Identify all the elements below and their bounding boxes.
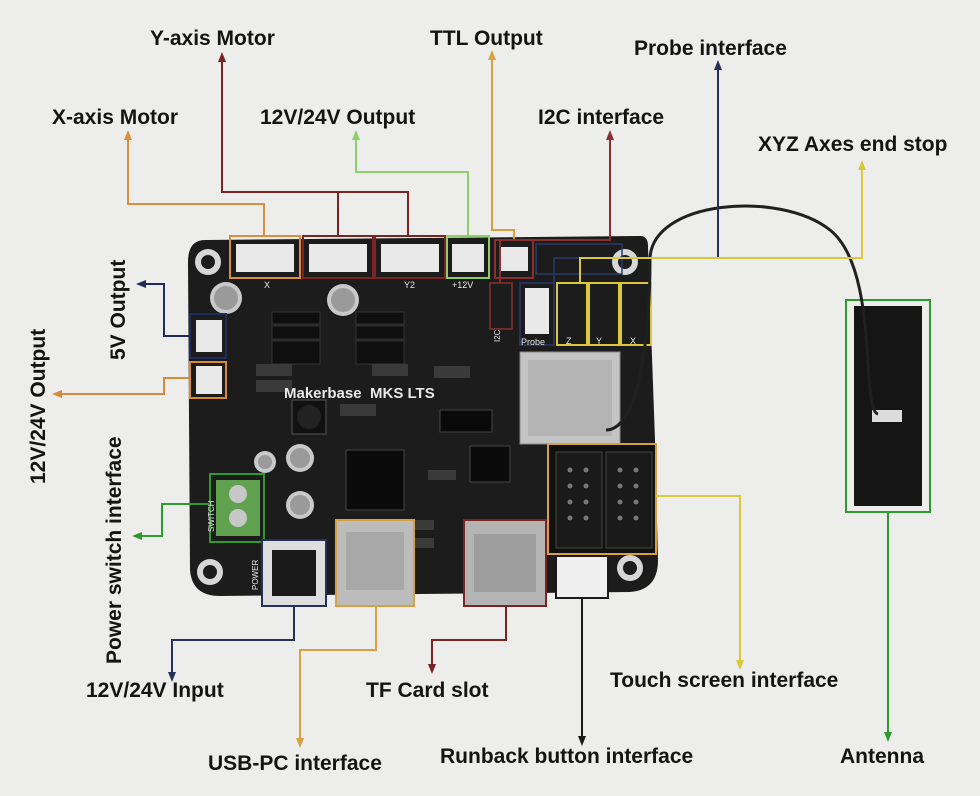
silk-power: POWER xyxy=(251,560,260,590)
ic-chip xyxy=(345,449,405,511)
silk-switch: SWITCH xyxy=(207,500,216,532)
brand-silk: Makerbase xyxy=(284,385,362,402)
capacitor xyxy=(286,444,314,472)
silk-y2: Y2 xyxy=(404,280,415,290)
capacitor xyxy=(327,284,359,316)
label-output-12-24-top: 12V/24V Output xyxy=(260,106,416,129)
endstop-y-connector xyxy=(588,282,620,346)
leader-input-12-24 xyxy=(171,606,295,676)
label-tf-card-slot: TF Card slot xyxy=(366,679,489,702)
leader-i2c xyxy=(499,136,611,283)
ic-chip xyxy=(469,445,511,483)
leader-tf-card xyxy=(431,606,507,668)
leader-output-12-24-top xyxy=(355,136,469,236)
silk-probe: Probe xyxy=(521,337,545,347)
label-xyz-end-stop: XYZ Axes end stop xyxy=(758,133,948,156)
leader-touch-screen xyxy=(656,495,741,664)
label-five-v-output: 5V Output xyxy=(107,259,130,360)
label-power-switch-interface: Power switch interface xyxy=(103,436,126,664)
ic-chip xyxy=(439,409,493,433)
silk-i2c: I2C xyxy=(493,329,502,342)
antenna-part xyxy=(605,204,931,513)
leader-usb-pc xyxy=(299,606,377,742)
leader-x-axis-motor xyxy=(127,136,265,236)
label-output-12-24-side: 12V/24V Output xyxy=(27,328,50,484)
label-usb-pc-interface: USB-PC interface xyxy=(208,752,382,775)
silk-z: Z xyxy=(566,336,572,346)
label-ttl-output: TTL Output xyxy=(430,27,543,50)
capacitor xyxy=(254,451,276,473)
label-antenna: Antenna xyxy=(840,745,924,768)
capacitor xyxy=(286,491,314,519)
label-probe-interface: Probe interface xyxy=(634,37,787,60)
probe-connector xyxy=(519,282,555,346)
label-i2c-interface: I2C interface xyxy=(538,106,665,129)
leader-ttl-output xyxy=(491,56,515,240)
label-input-12-24: 12V/24V Input xyxy=(86,679,224,702)
y2-motor-connector xyxy=(374,235,446,279)
label-x-axis-motor: X-axis Motor xyxy=(52,106,179,129)
silk-x-endstop: X xyxy=(630,336,636,346)
silk-12v: +12V xyxy=(452,280,473,290)
leader-output-12-24-side xyxy=(56,377,190,395)
leader-power-switch xyxy=(136,503,210,537)
label-y-axis-motor: Y-axis Motor xyxy=(150,27,275,50)
label-touch-screen-interface: Touch screen interface xyxy=(610,669,839,692)
runback-button-connector xyxy=(555,555,609,599)
endstop-x-connector xyxy=(620,282,652,346)
antenna-cable xyxy=(605,204,879,432)
output-12-24-side-connector xyxy=(189,361,227,399)
leader-five-v-output xyxy=(140,283,190,337)
silk-x: X xyxy=(264,280,270,290)
leader-xyz-endstop xyxy=(579,166,863,283)
leader-y-axis-motor xyxy=(221,58,339,236)
endstop-z-connector xyxy=(556,282,588,346)
label-runback-button-interface: Runback button interface xyxy=(440,745,694,768)
capacitor xyxy=(210,282,242,314)
model-silk: MKS LTS xyxy=(370,385,435,402)
silk-y: Y xyxy=(596,336,602,346)
power-switch-connector xyxy=(209,473,265,543)
